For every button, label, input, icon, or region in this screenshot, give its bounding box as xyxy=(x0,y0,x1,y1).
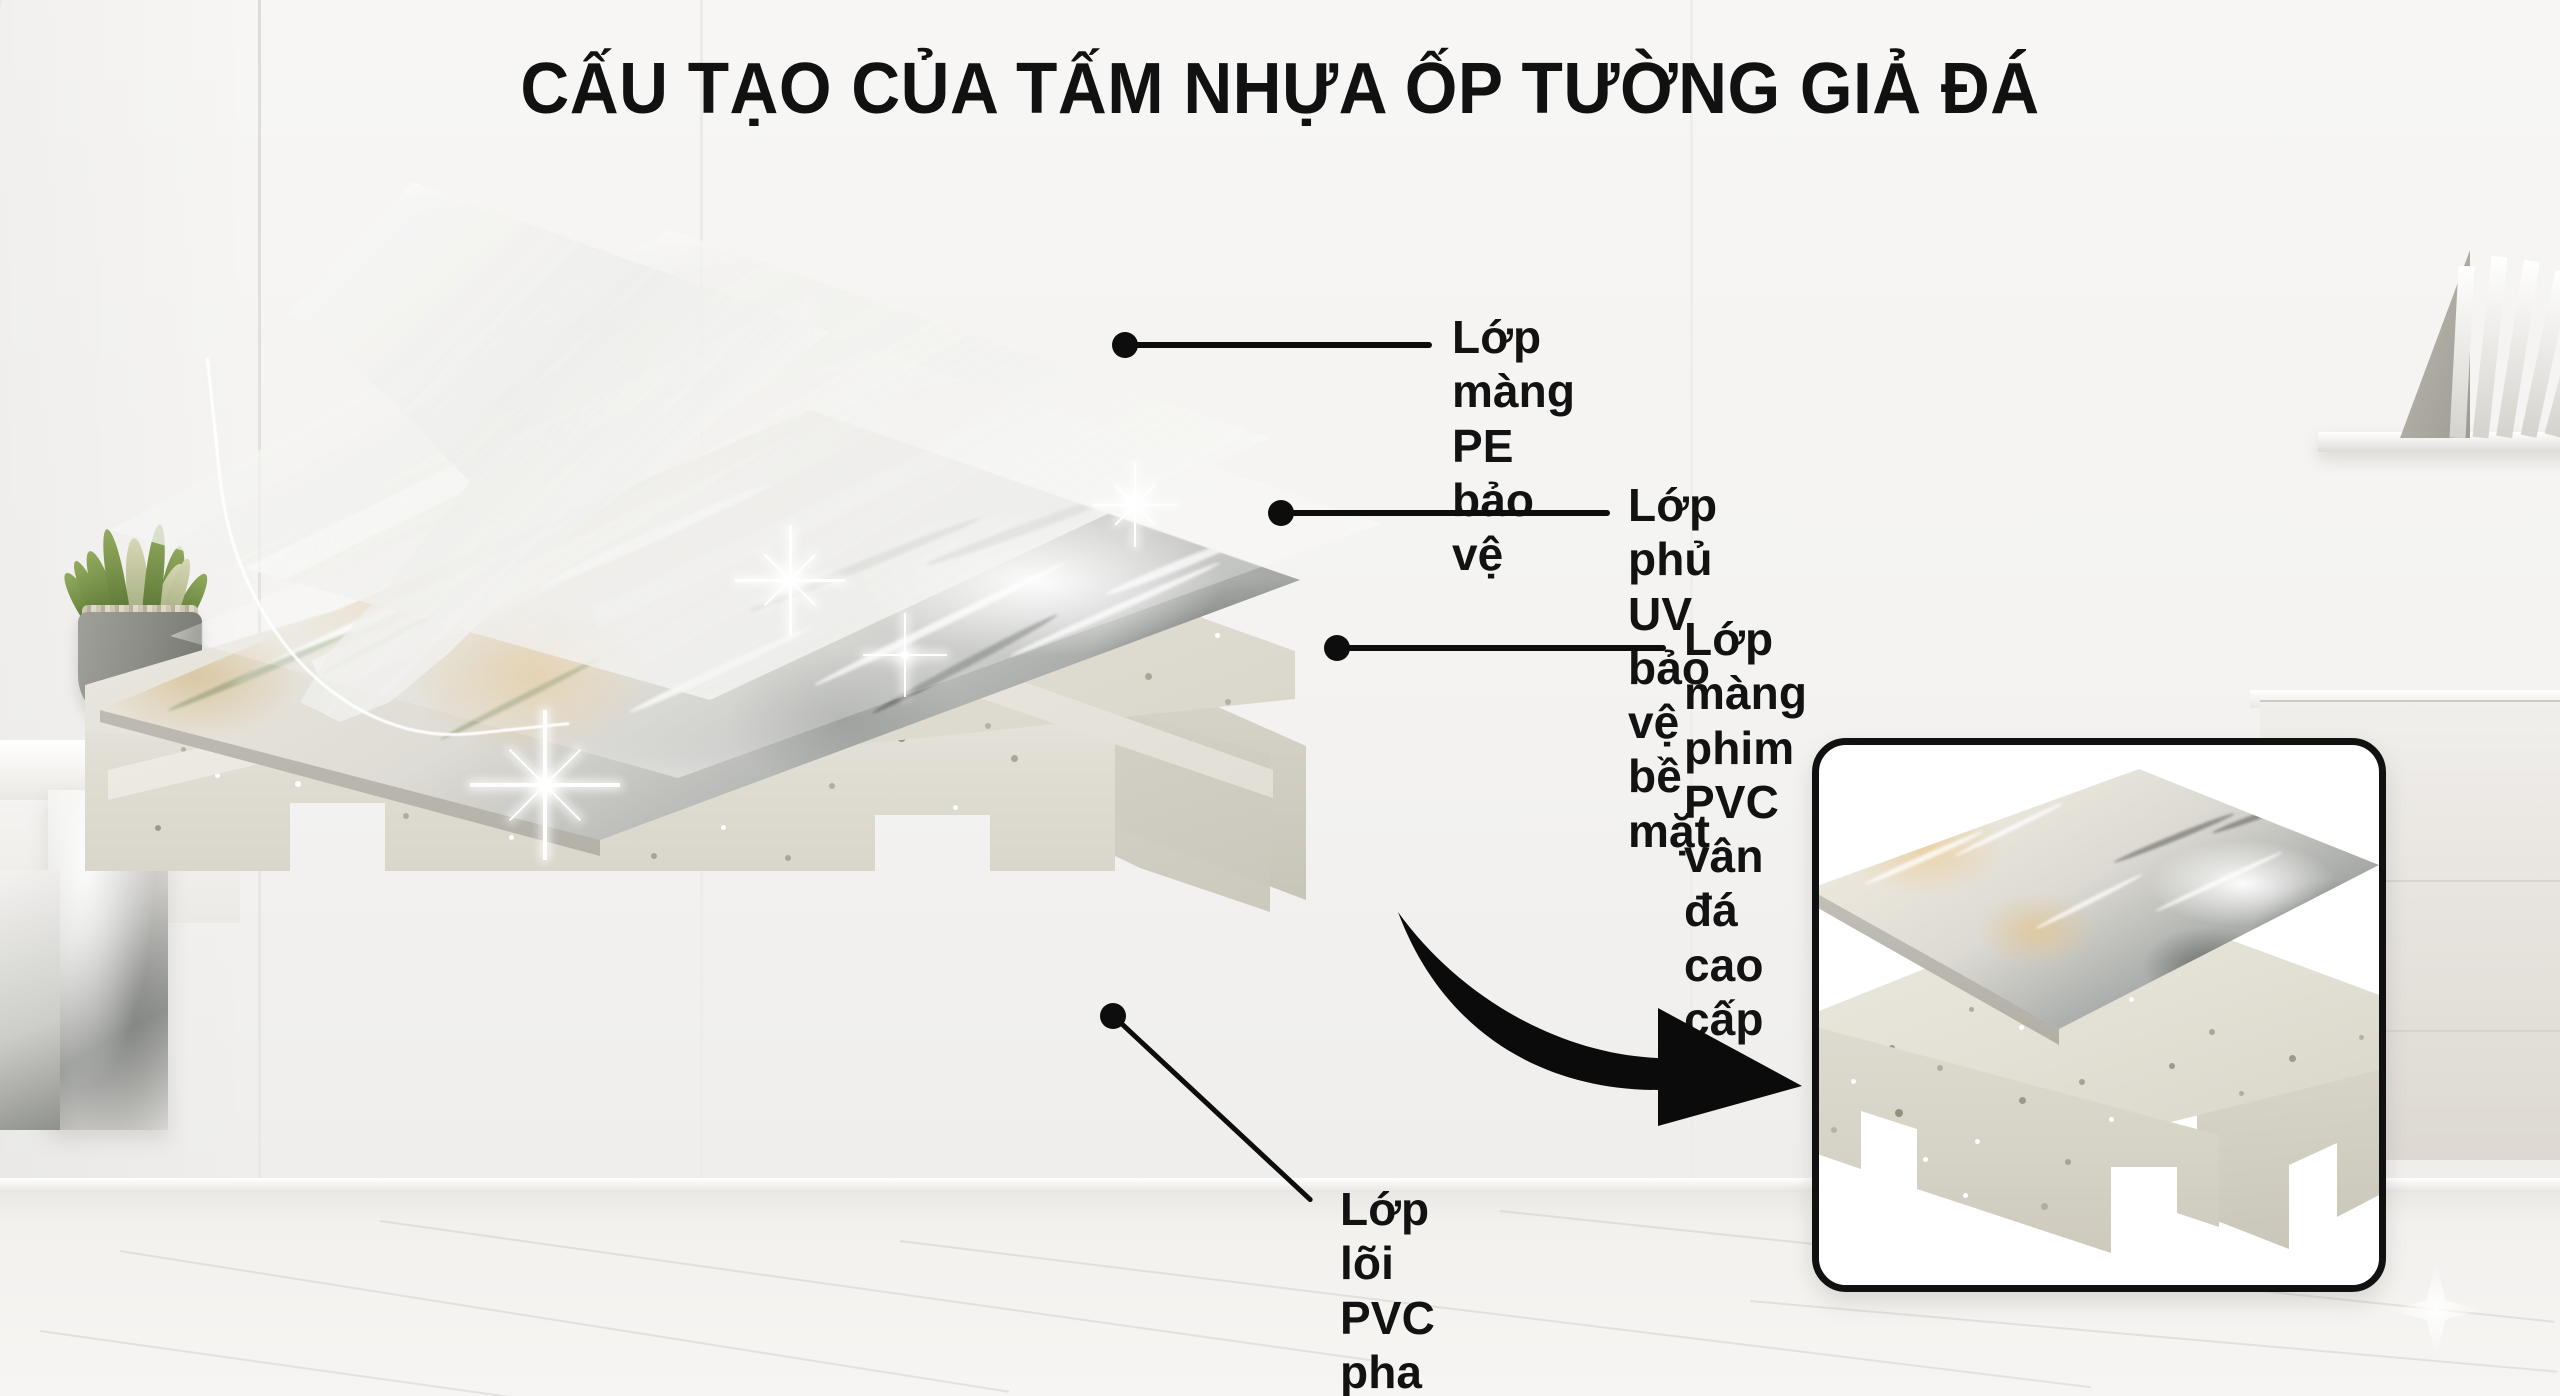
callout-label-uv-coating: Lớp phủ UV bảo vệ bề mặt xyxy=(1628,479,1718,857)
callout-leader-line xyxy=(1132,342,1432,348)
wall-seam xyxy=(1690,0,1693,1190)
callout-leader-line xyxy=(1344,645,1666,651)
panel-samples-on-shelf xyxy=(2398,248,2560,439)
wall-seam xyxy=(258,0,261,1190)
curved-arrow-right-icon xyxy=(1390,890,1810,1130)
callout-leader-line xyxy=(1288,510,1610,516)
wall-shelf-right xyxy=(2318,432,2560,452)
exploded-panel-illustration xyxy=(30,182,1530,1290)
callout-label-pvc-stone-film: Lớp màng phim PVC vân đá cao cấp xyxy=(1684,613,1808,1045)
callout-label-pvc-core: Lớp lõi PVC pha bột đá xyxy=(1340,1183,1435,1396)
page-title: CẤU TẠO CỦA TẤM NHỰA ỐP TƯỜNG GIẢ ĐÁ xyxy=(520,49,2040,129)
marble-column-lower xyxy=(0,870,60,1130)
callout-label-pe-film: Lớp màng PE bảo vệ xyxy=(1452,311,1576,581)
zoom-detail-panel xyxy=(1812,738,2386,1292)
